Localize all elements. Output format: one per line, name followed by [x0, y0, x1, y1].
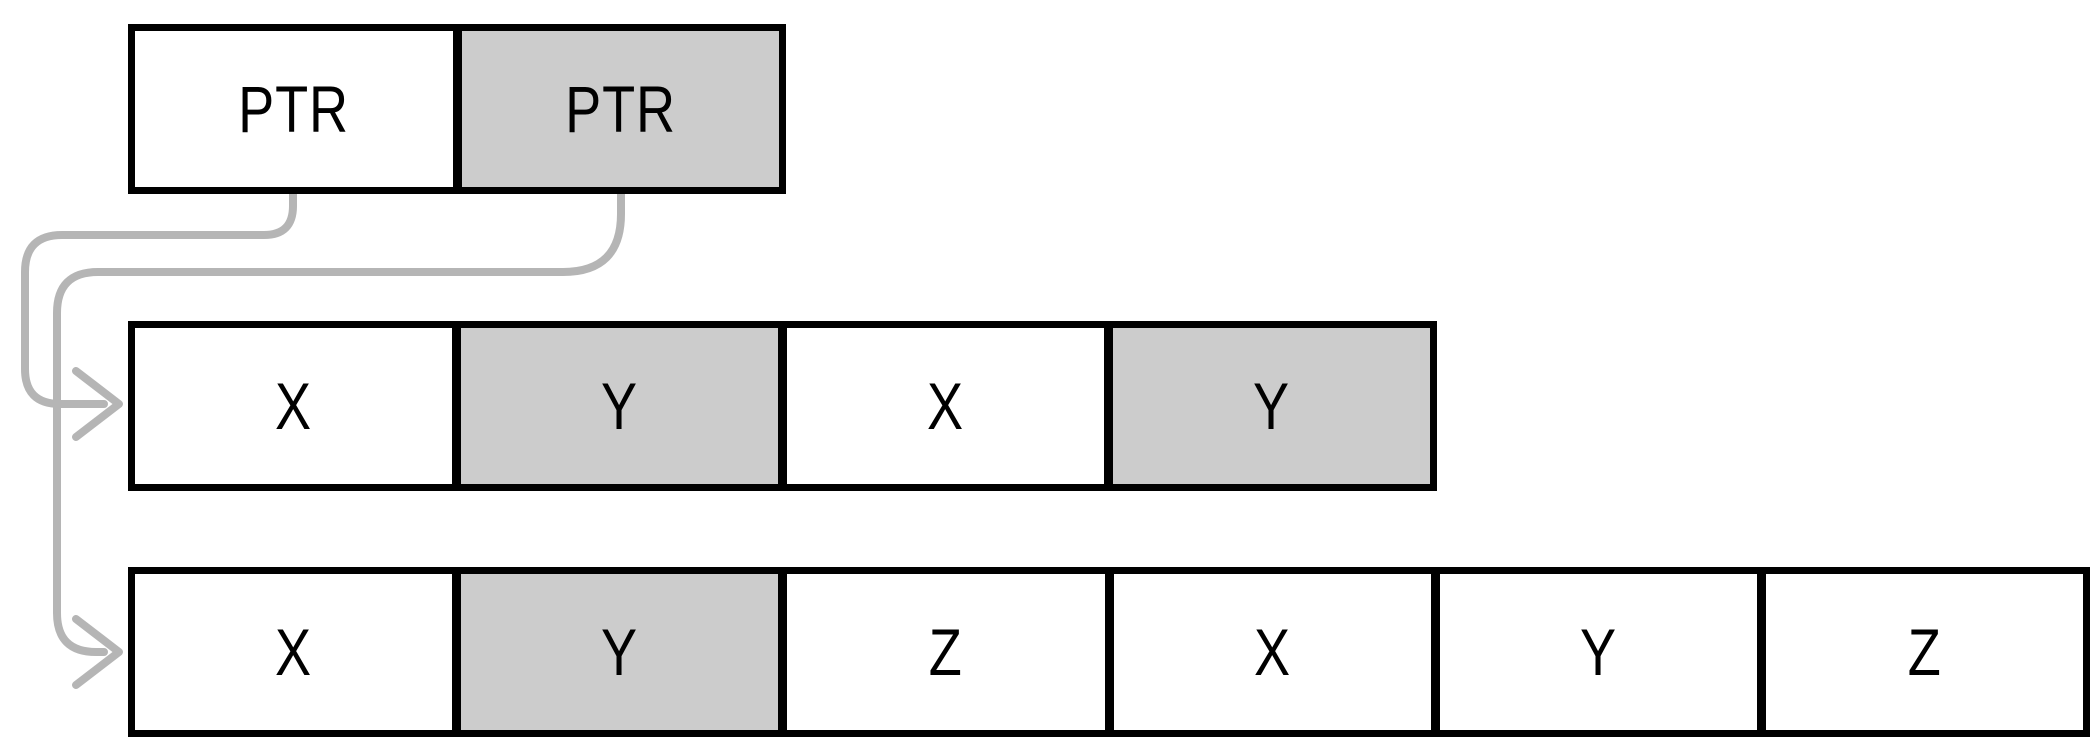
pointer-row: PTR PTR — [128, 24, 786, 194]
array-cell-label: Z — [1907, 615, 1942, 689]
array-b-cell-5: Y — [1430, 574, 1757, 730]
pointer-cell-2: PTR — [452, 31, 779, 187]
array-cell-label: Y — [601, 369, 638, 443]
pointer-cell-label: PTR — [564, 72, 676, 146]
array-b-cell-4: X — [1104, 574, 1431, 730]
array-b-cell-3: Z — [778, 574, 1105, 730]
array-b-cell-2: Y — [452, 574, 779, 730]
array-b-cell-6: Z — [1756, 574, 2084, 730]
array-b-cell-1: X — [135, 574, 453, 730]
array-cell-label: X — [275, 615, 313, 689]
pointer-cell-1: PTR — [135, 31, 453, 187]
array-b-row: X Y Z X Y Z — [128, 567, 2090, 737]
array-cell-label: Y — [601, 615, 639, 689]
array-a-cell-1: X — [135, 328, 452, 484]
arrow-right-icon — [72, 615, 123, 689]
array-a-cell-2: Y — [452, 328, 778, 484]
array-cell-label: Y — [1253, 369, 1290, 443]
array-cell-label: X — [1253, 615, 1291, 689]
array-cell-label: X — [275, 369, 312, 443]
array-cell-label: X — [927, 369, 964, 443]
array-a-row: X Y X Y — [128, 321, 1437, 491]
array-a-cell-4: Y — [1104, 328, 1430, 484]
array-a-cell-3: X — [778, 328, 1104, 484]
array-cell-label: Z — [928, 615, 963, 689]
array-cell-label: Y — [1579, 615, 1617, 689]
pointer-cell-label: PTR — [238, 72, 350, 146]
arrow-right-icon — [72, 367, 123, 441]
